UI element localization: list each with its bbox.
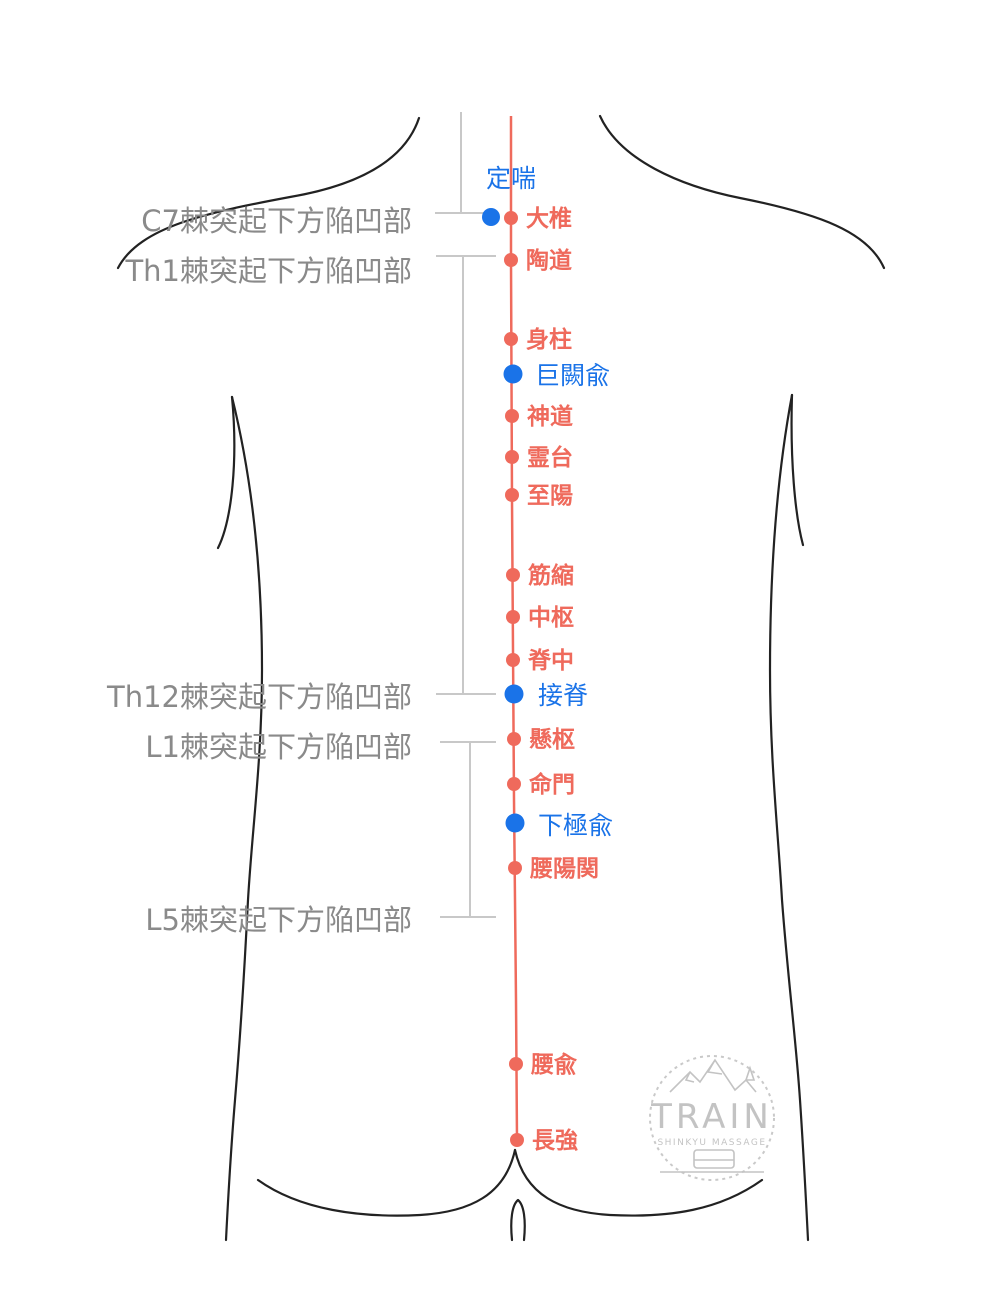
point-label: 下極兪: [538, 811, 613, 840]
point-xuanshu[interactable]: 懸枢: [507, 727, 575, 753]
right-shoulder-outline: [598, 114, 886, 270]
point-juqueshu[interactable]: 巨闕兪: [503, 361, 611, 390]
point-marker: [504, 332, 518, 346]
point-label: 脊中: [527, 647, 574, 674]
vertebra-label-c7: C7棘突起下方陥凹部: [141, 204, 412, 238]
point-mingmen[interactable]: 命門: [507, 771, 575, 798]
point-marker: [507, 777, 521, 791]
left-arm-outline: [216, 395, 236, 550]
guide-lines: [435, 112, 496, 918]
point-jizhong[interactable]: 脊中: [506, 647, 574, 674]
gluteal-cleft-outline: [510, 1198, 526, 1242]
point-marker: [505, 450, 519, 464]
governor-vessel-line: [509, 116, 519, 1141]
point-label: 長強: [532, 1128, 578, 1154]
point-zhongshu[interactable]: 中枢: [506, 605, 574, 631]
point-marker: [505, 488, 519, 502]
point-lingtai[interactable]: 霊台: [505, 444, 573, 471]
point-jinsuo[interactable]: 筋縮: [506, 562, 574, 589]
point-zhiyang[interactable]: 至陽: [505, 483, 573, 509]
vertebra-label-th1: Th1棘突起下方陥凹部: [124, 254, 412, 288]
vertebra-labels: C7棘突起下方陥凹部 Th1棘突起下方陥凹部 Th12棘突起下方陥凹部 L1棘突…: [106, 204, 412, 937]
vertebra-label-l5: L5棘突起下方陥凹部: [145, 903, 412, 937]
extra-points: 定喘 巨闕兪 接脊 下極兪: [482, 164, 613, 840]
point-marker: [508, 861, 522, 875]
right-buttock-outline: [513, 1148, 764, 1217]
left-shoulder-outline: [116, 116, 421, 270]
left-buttock-outline: [256, 1148, 517, 1217]
point-label: 命門: [529, 771, 575, 798]
point-label: 神道: [527, 403, 573, 430]
point-label: 筋縮: [528, 562, 574, 589]
point-dazhui[interactable]: 大椎: [504, 206, 572, 232]
right-torso-outline: [768, 393, 810, 1242]
point-shenzhu[interactable]: 身柱: [504, 326, 572, 353]
point-marker: [507, 732, 521, 746]
point-marker: [510, 1133, 524, 1147]
point-label: 定喘: [486, 164, 536, 193]
point-yaoshu[interactable]: 腰兪: [509, 1052, 577, 1078]
point-marker: [504, 684, 524, 704]
point-shendao[interactable]: 神道: [505, 403, 573, 430]
right-arm-outline: [790, 393, 805, 547]
train-logo: TRAIN SHINKYU MASSAGE: [649, 1055, 775, 1181]
point-yaoyangguan[interactable]: 腰陽関: [508, 856, 599, 882]
vertebra-label-th12: Th12棘突起下方陥凹部: [106, 680, 412, 714]
point-label: 至陽: [527, 483, 573, 509]
mountain-train-logo-icon: [660, 1058, 764, 1173]
point-marker: [503, 364, 523, 384]
vertebra-label-l1: L1棘突起下方陥凹部: [145, 730, 412, 764]
point-marker: [509, 1057, 523, 1071]
point-label: 腰兪: [530, 1052, 577, 1078]
point-label: 霊台: [527, 444, 573, 471]
point-marker: [482, 208, 500, 226]
point-label: 中枢: [528, 605, 574, 631]
point-jieji[interactable]: 接脊: [504, 681, 589, 710]
point-label: 大椎: [526, 206, 572, 232]
body-outline: [116, 114, 886, 1242]
point-marker: [506, 568, 520, 582]
point-marker: [505, 409, 519, 423]
point-marker: [506, 610, 520, 624]
point-label: 懸枢: [529, 727, 575, 753]
point-label: 身柱: [526, 326, 572, 353]
governor-points: 大椎 陶道 身柱 神道 霊台 至陽 筋縮 中枢: [504, 206, 599, 1154]
left-torso-outline: [224, 395, 264, 1242]
point-marker: [504, 211, 518, 225]
logo-subtext: SHINKYU MASSAGE: [657, 1138, 766, 1148]
point-label: 陶道: [526, 247, 572, 274]
point-xiajishu[interactable]: 下極兪: [505, 811, 614, 840]
point-marker: [506, 653, 520, 667]
point-changqiang[interactable]: 長強: [510, 1128, 578, 1154]
point-marker: [505, 813, 525, 833]
logo-text: TRAIN: [650, 1097, 773, 1137]
point-label: 腰陽関: [529, 856, 599, 882]
point-taodao[interactable]: 陶道: [504, 247, 572, 274]
point-label: 巨闕兪: [535, 361, 610, 390]
point-marker: [504, 253, 518, 267]
point-label: 接脊: [538, 681, 588, 710]
logo-ring: [649, 1055, 775, 1181]
point-dingchuan[interactable]: 定喘: [482, 164, 536, 226]
